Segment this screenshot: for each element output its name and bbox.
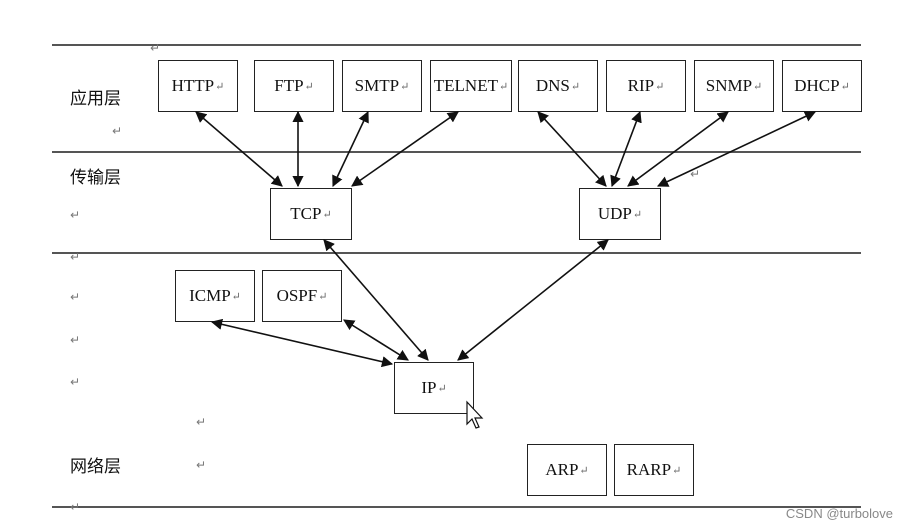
- separator-bottom: [52, 506, 861, 508]
- node-ip: IP↵: [394, 362, 474, 414]
- arrow-icmp-ip: [210, 318, 394, 368]
- return-mark: ↵: [70, 375, 81, 389]
- return-mark: ↵: [70, 500, 81, 514]
- arrow-telnet-tcp: [351, 111, 459, 187]
- arrow-dhcp-udp: [656, 111, 817, 187]
- layer-label-application: 应用层: [70, 89, 121, 109]
- layer-label-network: 网络层: [70, 457, 121, 477]
- node-snmp: SNMP↵: [694, 60, 774, 112]
- node-dns: DNS↵: [518, 60, 598, 112]
- return-mark: ↵: [70, 208, 81, 222]
- watermark: CSDN @turbolove: [785, 506, 893, 521]
- node-telnet: TELNET↵: [430, 60, 512, 112]
- node-rarp: RARP↵: [614, 444, 694, 496]
- arrow-rip-udp: [610, 110, 642, 188]
- node-rip: RIP↵: [606, 60, 686, 112]
- return-mark: ↵: [112, 124, 123, 138]
- node-tcp: TCP↵: [270, 188, 352, 240]
- node-icmp: ICMP↵: [175, 270, 255, 322]
- arrow-tcp-ip: [323, 239, 429, 361]
- return-mark: ↵: [70, 290, 81, 304]
- return-mark: ↵: [196, 458, 207, 472]
- arrow-smtp-tcp: [332, 110, 369, 188]
- cursor-icon: [466, 400, 484, 429]
- node-smtp: SMTP↵: [342, 60, 422, 112]
- arrow-dns-udp: [537, 111, 607, 187]
- layer-label-transport: 传输层: [70, 168, 121, 188]
- arrow-http-tcp: [195, 111, 283, 187]
- arrow-udp-ip: [457, 239, 609, 361]
- return-mark: ↵: [150, 41, 161, 55]
- node-arp: ARP↵: [527, 444, 607, 496]
- arrow-ospf-ip: [343, 319, 409, 361]
- arrow-snmp-udp: [627, 111, 729, 187]
- return-mark: ↵: [70, 333, 81, 347]
- separator-transport-network: [52, 252, 861, 254]
- node-dhcp: DHCP↵: [782, 60, 862, 112]
- return-mark: ↵: [196, 415, 207, 429]
- return-mark: ↵: [70, 250, 81, 264]
- node-udp: UDP↵: [579, 188, 661, 240]
- separator-top: [52, 44, 861, 46]
